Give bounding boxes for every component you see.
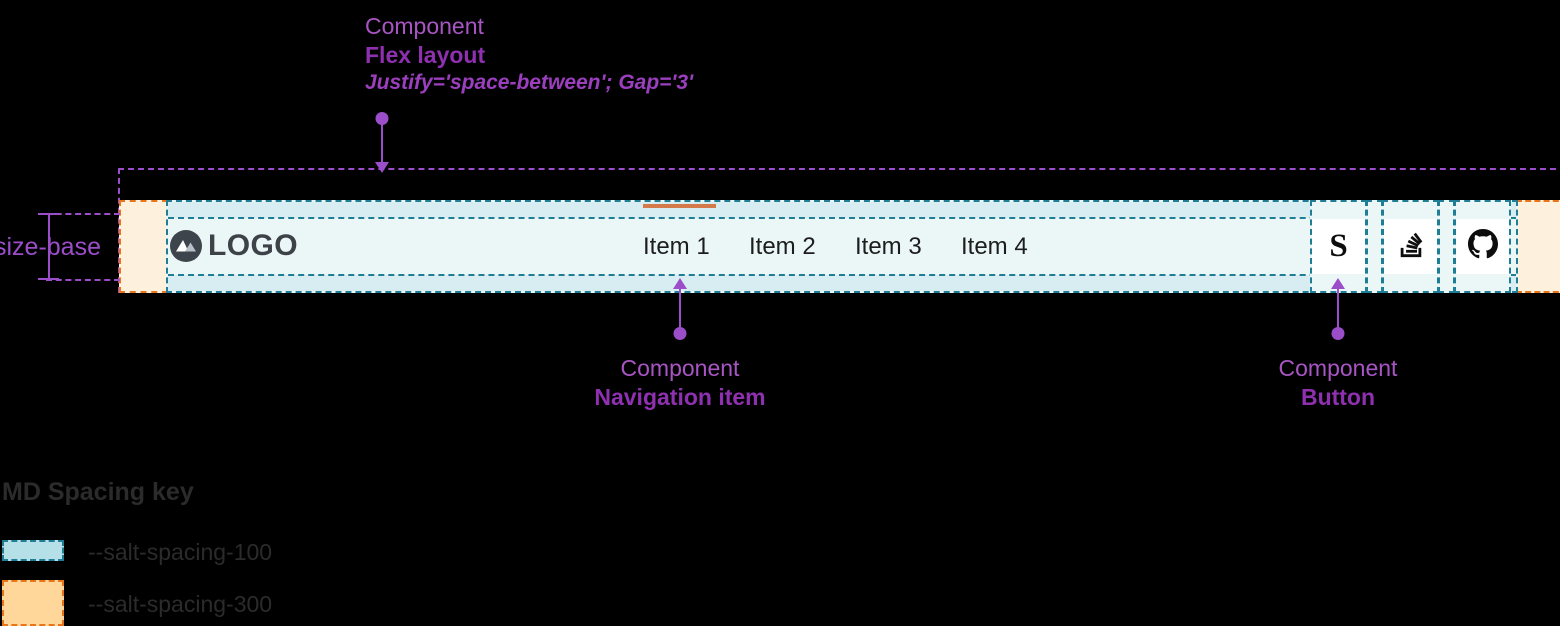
nav-item-1[interactable]: Item 1 — [643, 233, 710, 260]
spacing-100-rule-top — [168, 217, 1516, 219]
spacing-key-swatch-100 — [2, 540, 64, 561]
annotation-flex-name: Flex layout — [365, 41, 486, 68]
size-base-label: size-base — [0, 233, 101, 261]
annotation-nav-item-name: Navigation item — [594, 383, 766, 410]
annotation-nav-item-kind: Component — [620, 355, 740, 381]
salt-s-icon: S — [1329, 228, 1348, 264]
size-base-dim-line-bottom — [46, 279, 120, 281]
spacing-key-label-300: --salt-spacing-300 — [88, 591, 273, 617]
size-base-dim-tick-top — [38, 213, 59, 215]
nav-item-4[interactable]: Item 4 — [961, 233, 1028, 260]
nav-item-active-indicator — [643, 204, 716, 208]
size-base-dim-line-top — [46, 213, 120, 215]
annotation-flex-props: Justify='space-between'; Gap='3' — [365, 70, 694, 94]
stack-overflow-button[interactable] — [1384, 219, 1437, 274]
spacing-100-gap-1 — [1366, 200, 1383, 293]
annotation-flex-kind: Component — [365, 13, 484, 39]
mountain-circle-icon — [170, 230, 202, 262]
logo-text: LOGO — [208, 229, 298, 262]
spacing-key-title: MD Spacing key — [2, 478, 194, 506]
annotation-button: Component Button — [1138, 354, 1538, 412]
annotation-flex-layout: Component Flex layout Justify='space-bet… — [365, 12, 693, 96]
spacing-100-gap-2 — [1438, 200, 1455, 293]
github-button[interactable] — [1456, 219, 1509, 274]
size-base-dim-cap — [48, 213, 50, 279]
leader-line-flex-layout — [374, 112, 390, 173]
spacing-key-label-100: --salt-spacing-100 — [88, 539, 273, 565]
nav-item-3[interactable]: Item 3 — [855, 233, 922, 260]
spacing-300-right — [1516, 200, 1560, 293]
spacing-key-swatch-300 — [2, 580, 64, 626]
github-icon — [1467, 229, 1498, 264]
spacing-100-band-bottom — [168, 275, 1516, 291]
annotation-button-name: Button — [1300, 383, 1376, 410]
logo[interactable]: LOGO — [170, 229, 298, 263]
nav-item-2[interactable]: Item 2 — [749, 233, 816, 260]
stack-overflow-icon — [1398, 229, 1424, 264]
annotation-navigation-item: Component Navigation item — [480, 354, 880, 412]
size-base-dim-tick-bottom — [38, 278, 59, 280]
leader-line-button — [1330, 278, 1346, 340]
leader-line-nav-item — [672, 278, 688, 340]
annotation-button-kind: Component — [1278, 355, 1398, 381]
salt-button[interactable]: S — [1312, 219, 1365, 274]
spacing-100-band-top — [168, 202, 1516, 218]
spacing-300-left — [119, 200, 168, 293]
spacing-100-rule-bottom — [168, 274, 1516, 276]
